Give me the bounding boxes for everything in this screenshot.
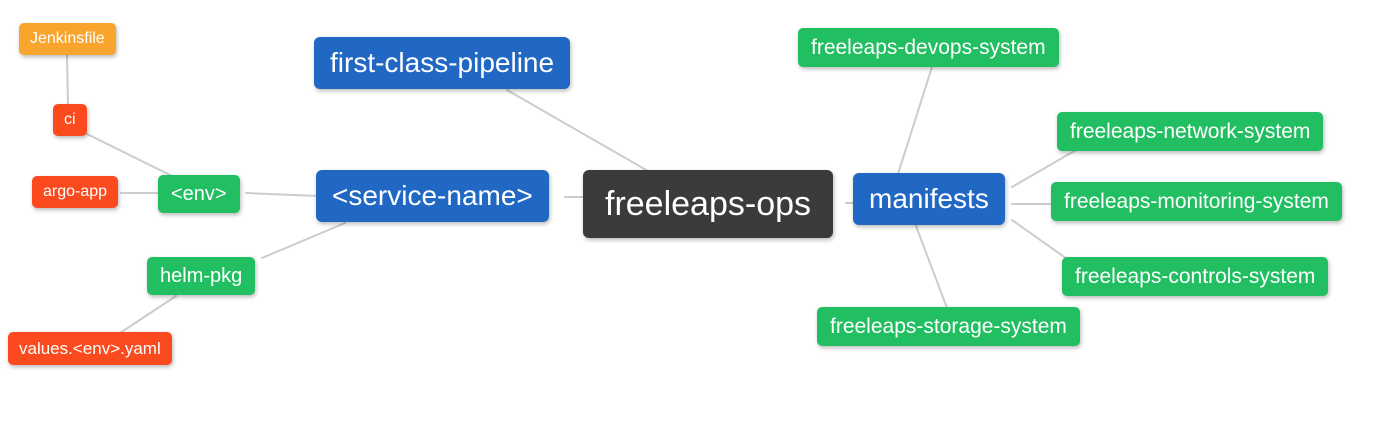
edge-ci-env bbox=[84, 132, 173, 177]
node-helm-pkg[interactable]: helm-pkg bbox=[147, 257, 256, 295]
node-storage-system[interactable]: freeleaps-storage-system bbox=[817, 307, 1080, 346]
edge-manifests-controls bbox=[1011, 219, 1071, 262]
edge-jenkinsfile-ci bbox=[66, 54, 69, 105]
edge-env-service-name bbox=[245, 192, 319, 197]
node-freeleaps-ops[interactable]: freeleaps-ops bbox=[583, 170, 834, 238]
node-network-system[interactable]: freeleaps-network-system bbox=[1057, 112, 1324, 151]
node-manifests[interactable]: manifests bbox=[853, 173, 1005, 225]
node-monitoring-system[interactable]: freeleaps-monitoring-system bbox=[1051, 182, 1342, 221]
node-values-env-yaml[interactable]: values.<env>.yaml bbox=[8, 332, 172, 365]
node-first-class-pipeline[interactable]: first-class-pipeline bbox=[314, 37, 571, 89]
edge-manifests-storage bbox=[915, 225, 948, 309]
node-ci[interactable]: ci bbox=[53, 104, 87, 136]
node-argo-app[interactable]: argo-app bbox=[32, 176, 119, 208]
edge-manifests-network bbox=[1011, 149, 1077, 188]
edge-manifests-devops bbox=[897, 66, 933, 175]
node-devops-system[interactable]: freeleaps-devops-system bbox=[798, 28, 1059, 67]
edge-pipeline-ops bbox=[506, 89, 649, 172]
node-env[interactable]: <env> bbox=[158, 175, 240, 213]
edge-service-name-helm-pkg bbox=[261, 222, 346, 259]
node-controls-system[interactable]: freeleaps-controls-system bbox=[1062, 257, 1329, 296]
node-jenkinsfile[interactable]: Jenkinsfile bbox=[19, 23, 116, 55]
edge-helm-pkg-values bbox=[119, 295, 177, 334]
node-service-name[interactable]: <service-name> bbox=[316, 170, 549, 222]
